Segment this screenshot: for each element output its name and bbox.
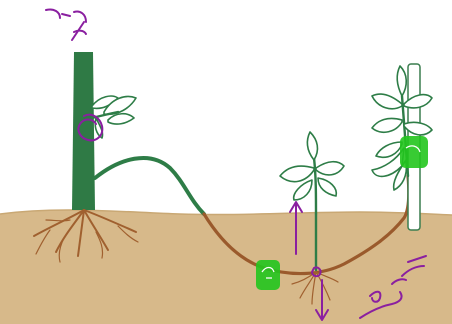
left-plant-stem <box>72 52 95 210</box>
runner-vine-above-ground <box>95 158 204 214</box>
right-plant <box>372 66 432 190</box>
top-left-handwriting <box>46 9 86 40</box>
highlight-right-node <box>400 136 428 168</box>
highlight-runner-node <box>256 260 280 290</box>
left-plant-leaves <box>92 96 136 138</box>
